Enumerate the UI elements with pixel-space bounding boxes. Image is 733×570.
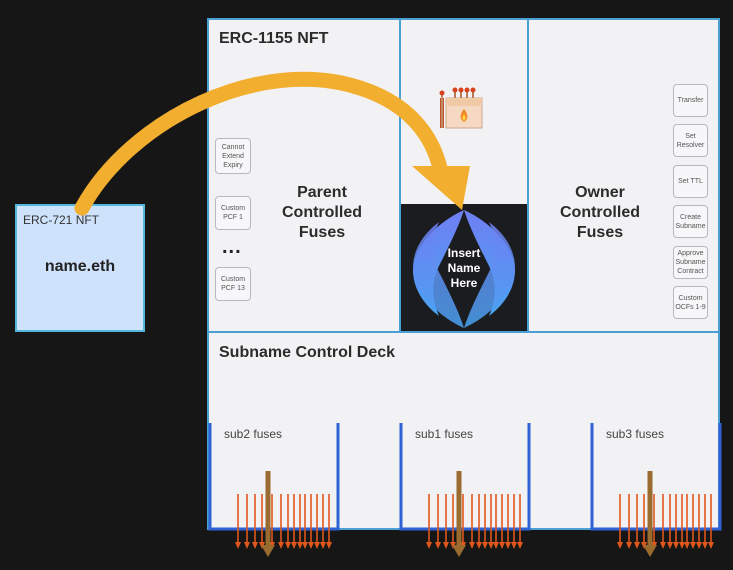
erc721-nft-box xyxy=(15,204,145,332)
main-fuse-arrow-head xyxy=(643,545,657,557)
owner-title-line: Fuses xyxy=(576,224,624,241)
fuse-arrow-head xyxy=(634,542,640,549)
ens-line: Name xyxy=(447,261,481,275)
fuse-create-subname: Create Subname xyxy=(673,205,708,238)
ens-placeholder-text: Insert Name Here xyxy=(401,246,527,291)
fuse-arrow-head xyxy=(482,542,488,549)
erc1155-title: ERC-1155 NFT xyxy=(219,30,329,47)
parent-fuses-title: Parent Controlled Fuses xyxy=(262,183,382,243)
fuse-arrow-head xyxy=(673,542,679,549)
fuse-cannot-extend-expiry: Cannot Extend Expiry xyxy=(215,138,251,174)
fuse-custom-pcf-13: Custom PCF 13 xyxy=(215,267,251,301)
fuse-arrow-head xyxy=(285,542,291,549)
fuse-arrow-head xyxy=(505,542,511,549)
parent-title-line: Parent xyxy=(297,184,347,201)
fuse-arrow-head xyxy=(320,542,326,549)
fuse-set-ttl: Set TTL xyxy=(673,165,708,198)
fuse-arrow-head xyxy=(517,542,523,549)
fuse-arrow-head xyxy=(244,542,250,549)
ens-line: Insert xyxy=(447,246,481,260)
fuse-arrow-head xyxy=(493,542,499,549)
fuse-custom-pcf-1: Custom PCF 1 xyxy=(215,196,251,230)
fuse-arrow-head xyxy=(684,542,690,549)
subname-bucket xyxy=(399,423,531,531)
sub2-fuses-label: sub2 fuses xyxy=(224,427,283,441)
matchbox-icon xyxy=(439,87,483,129)
main-fuse-arrow-head xyxy=(261,545,275,557)
fuse-arrow-head xyxy=(499,542,505,549)
sub3-fuses-label: sub3 fuses xyxy=(606,427,665,441)
owner-fuses-title: Owner Controlled Fuses xyxy=(540,183,660,243)
fuse-transfer: Transfer xyxy=(673,84,708,117)
fuse-arrow-head xyxy=(696,542,702,549)
fuse-arrow-head xyxy=(235,542,241,549)
fuse-arrow-head xyxy=(302,542,308,549)
fuse-arrow-head xyxy=(435,542,441,549)
fuse-arrow-head xyxy=(426,542,432,549)
sub1-fuses-label: sub1 fuses xyxy=(415,427,474,441)
fuse-arrow-head xyxy=(702,542,708,549)
divider xyxy=(399,19,401,332)
fuse-arrow-head xyxy=(308,542,314,549)
fuse-arrow-head xyxy=(511,542,517,549)
main-fuse-arrow-head xyxy=(452,545,466,557)
fuse-arrow-head xyxy=(679,542,685,549)
fuse-approve-subname-contract: Approve Subname Contract xyxy=(673,246,708,279)
ellipsis: ... xyxy=(222,236,242,258)
parent-title-line: Fuses xyxy=(298,224,346,241)
fuse-custom-ocfs: Custom OCFs 1-9 xyxy=(673,286,708,319)
fuse-arrow-head xyxy=(660,542,666,549)
fuse-arrow-head xyxy=(690,542,696,549)
ens-line: Here xyxy=(450,276,478,290)
fuse-arrow-head xyxy=(278,542,284,549)
erc721-name: name.eth xyxy=(44,258,116,275)
fuse-arrow-head xyxy=(443,542,449,549)
fuse-arrow-head xyxy=(291,542,297,549)
fuse-arrow-head xyxy=(488,542,494,549)
fuse-arrow-head xyxy=(297,542,303,549)
fuse-arrow-head xyxy=(469,542,475,549)
ens-logo-icon xyxy=(413,210,515,328)
subname-bucket xyxy=(590,423,722,531)
fuse-arrow-head xyxy=(626,542,632,549)
subname-control-deck-title: Subname Control Deck xyxy=(219,344,396,361)
fuse-arrow-head xyxy=(708,542,714,549)
fuse-arrow-head xyxy=(252,542,258,549)
fuse-set-resolver: Set Resolver xyxy=(673,124,708,157)
divider xyxy=(527,19,529,332)
fuse-arrow-head xyxy=(667,542,673,549)
fuse-arrow-head xyxy=(476,542,482,549)
owner-title-line: Controlled xyxy=(560,204,640,221)
owner-title-line: Owner xyxy=(575,184,625,201)
divider xyxy=(209,331,719,333)
subname-bucket xyxy=(208,423,340,531)
erc721-label: ERC-721 NFT xyxy=(23,213,100,227)
fuse-arrow-head xyxy=(617,542,623,549)
parent-title-line: Controlled xyxy=(282,204,362,221)
fuse-arrow-head xyxy=(326,542,332,549)
fuse-arrow-head xyxy=(314,542,320,549)
